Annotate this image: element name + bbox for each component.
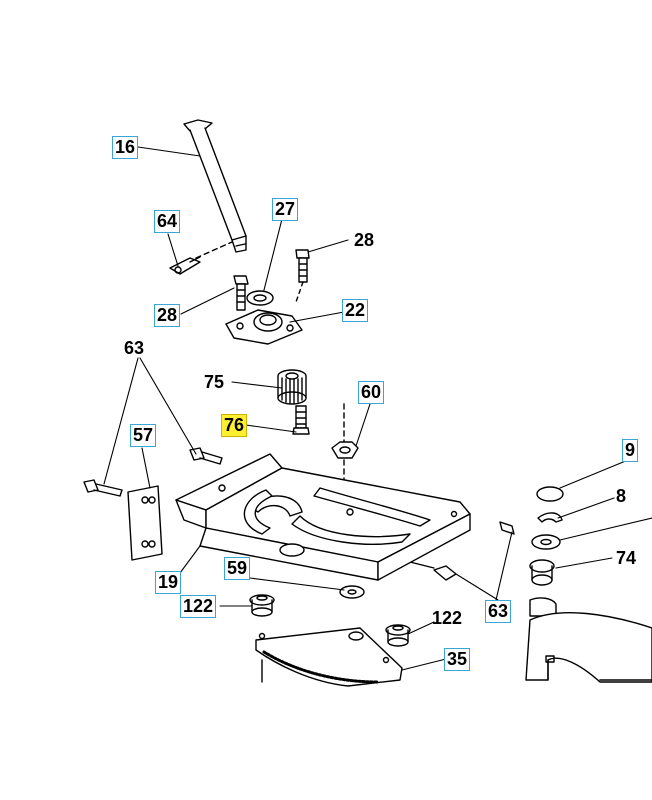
callout-28-right: 28 <box>354 230 375 250</box>
retaining-clip <box>537 512 563 523</box>
callout-35: 35 <box>444 648 471 671</box>
bolt-right <box>295 249 310 303</box>
leader-lines <box>103 146 652 671</box>
bushing-left <box>249 594 275 617</box>
steering-plate <box>175 453 471 581</box>
side-bracket <box>127 485 163 561</box>
plate-washer <box>339 585 365 599</box>
pinion-gear <box>277 369 307 405</box>
callout-16: 16 <box>112 136 139 159</box>
side-bolt-left <box>83 479 123 497</box>
callout-57: 57 <box>130 424 157 447</box>
steering-shaft <box>183 119 247 253</box>
callout-63-right: 63 <box>485 600 512 623</box>
bearing-flange <box>225 309 303 345</box>
callout-122-left: 122 <box>180 595 217 618</box>
sector-gear <box>255 627 403 687</box>
side-bolt-center <box>189 447 223 465</box>
callout-76-highlighted: 76 <box>221 414 248 437</box>
callout-59: 59 <box>224 557 251 580</box>
axle-bushing <box>529 559 555 586</box>
callout-64: 64 <box>154 210 181 233</box>
dust-cap <box>536 486 564 502</box>
callout-8: 8 <box>616 486 627 506</box>
cotter-pin <box>169 241 233 275</box>
bolt-left <box>233 275 249 311</box>
front-axle <box>525 597 652 683</box>
callout-9: 9 <box>622 439 639 462</box>
callout-63-left: 63 <box>124 338 145 358</box>
callout-28-left: 28 <box>154 304 181 327</box>
flange-washer <box>246 290 274 306</box>
bushing-right <box>385 624 411 647</box>
callout-27: 27 <box>272 198 299 221</box>
callout-19: 19 <box>155 571 182 594</box>
callout-22: 22 <box>342 299 369 322</box>
callout-75: 75 <box>204 372 225 392</box>
callout-122-right: 122 <box>432 608 463 628</box>
spacer-washer <box>531 534 561 550</box>
callout-74: 74 <box>616 548 637 568</box>
callout-60: 60 <box>358 381 385 404</box>
gear-bolt <box>292 405 310 435</box>
